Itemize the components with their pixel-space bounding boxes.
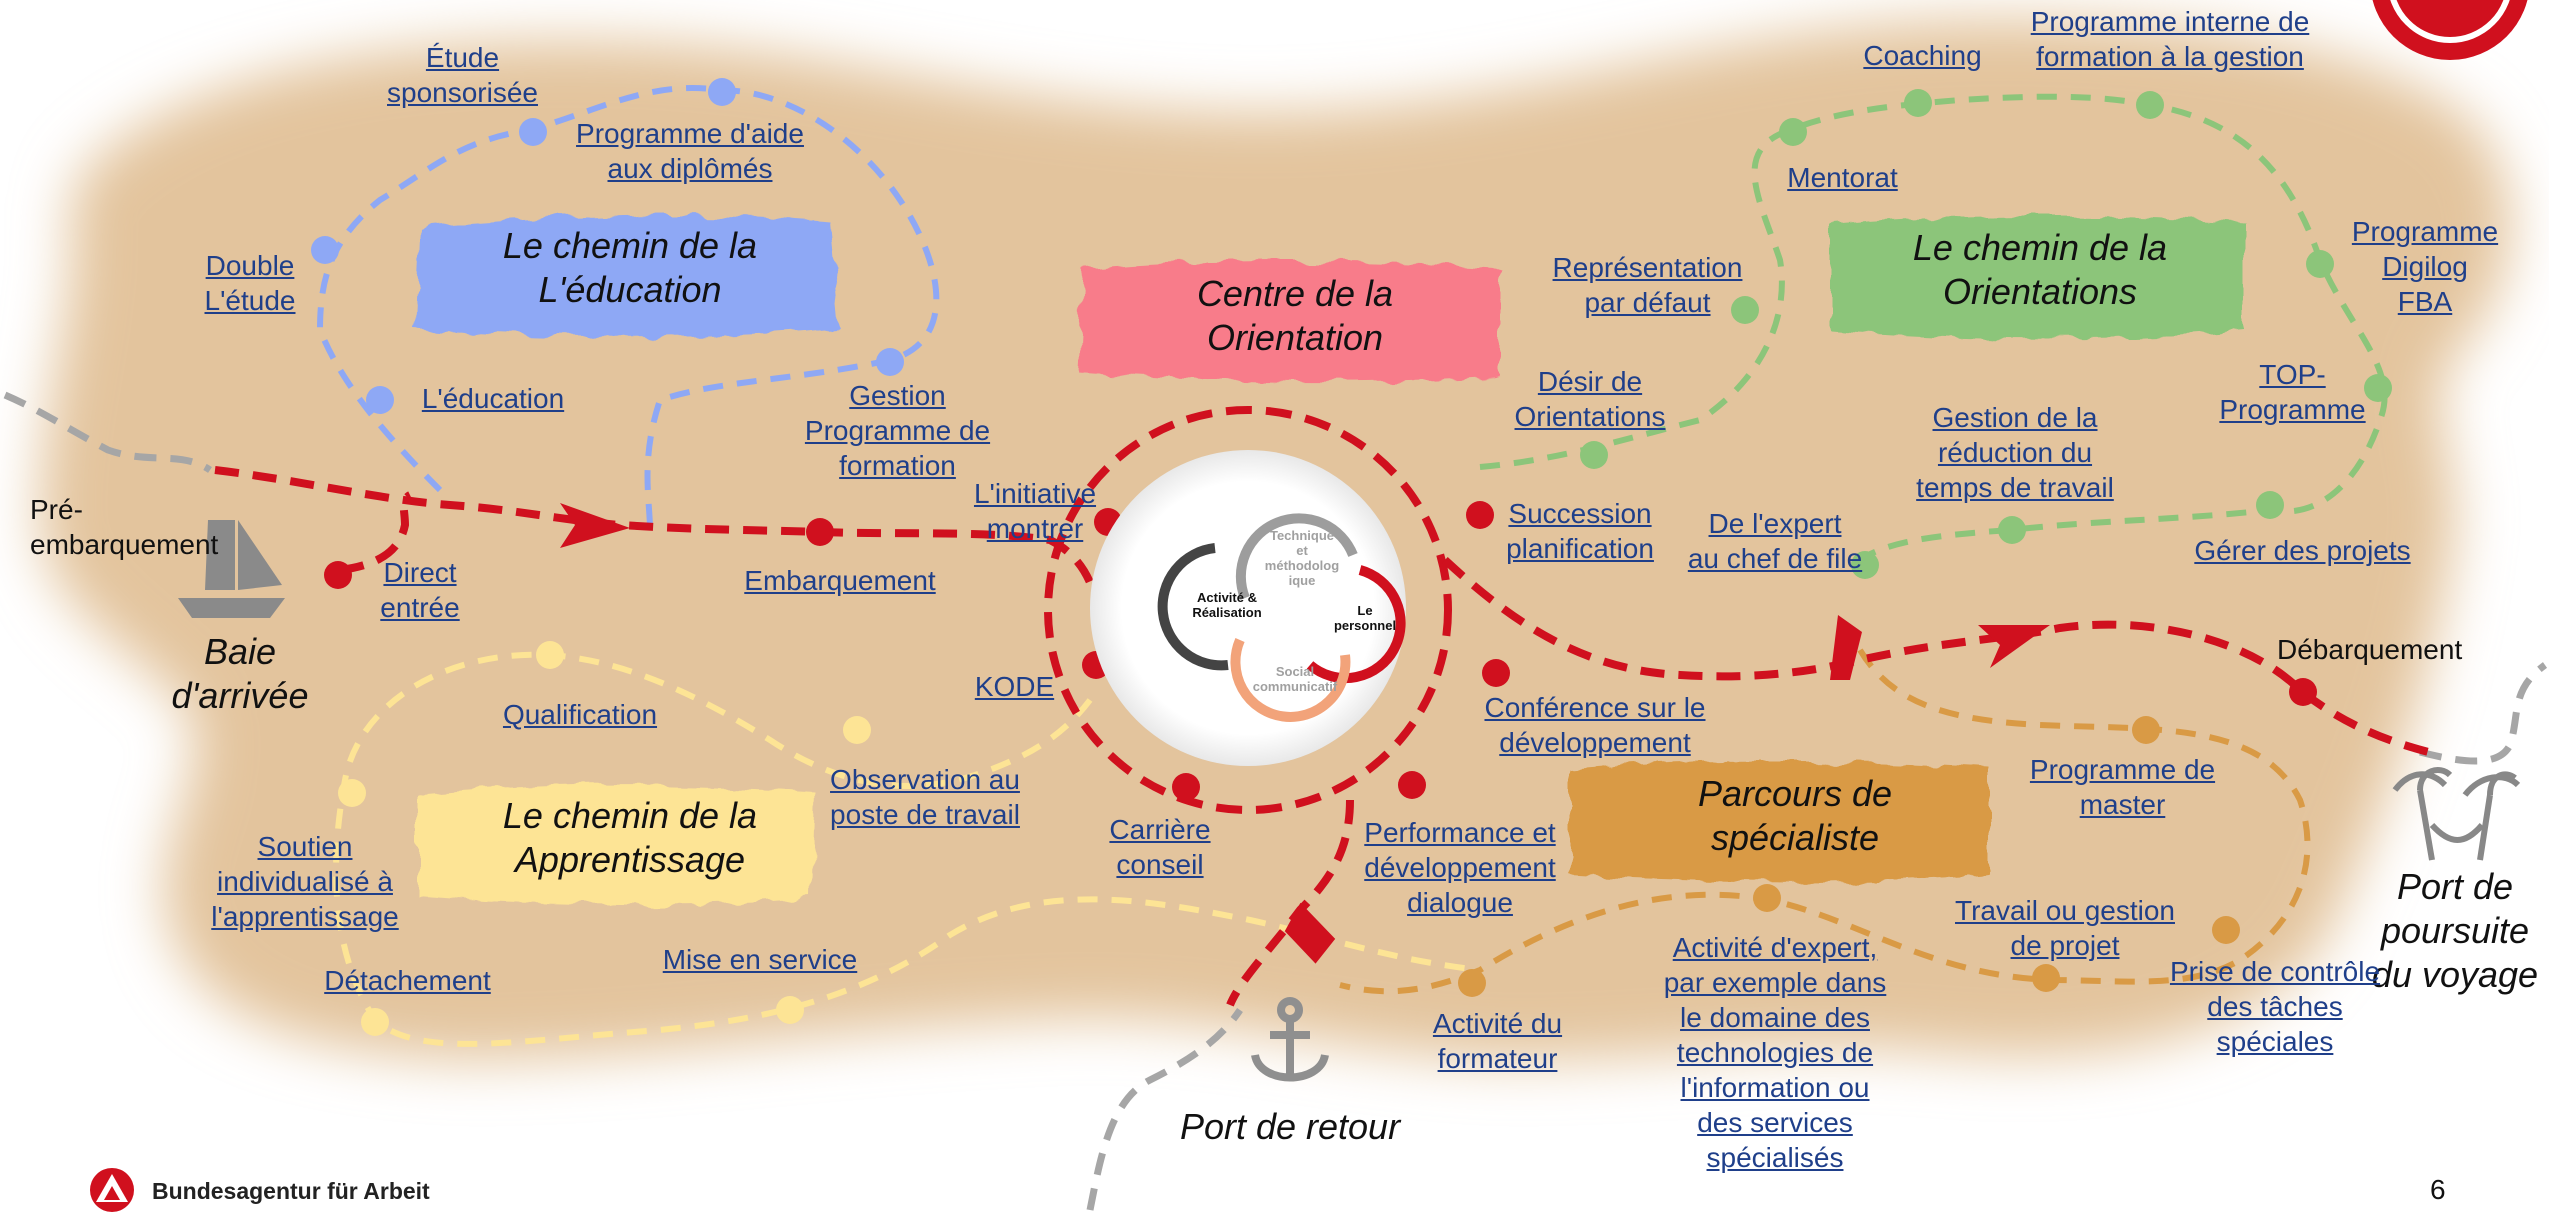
specialist-path <box>1339 648 2311 997</box>
pre-boarding-label: Pré-embarquement <box>30 494 219 560</box>
link-embarquement[interactable]: Embarquement <box>744 565 936 596</box>
link-qualification[interactable]: Qualification <box>502 699 658 730</box>
education-path <box>311 78 940 531</box>
agency-logo-icon <box>90 1168 134 1212</box>
palm-tree-hammock-icon <box>2392 767 2521 861</box>
anchor-icon <box>1251 997 1329 1082</box>
apprenticeship-path <box>333 641 1481 1047</box>
link-mentorat[interactable]: Mentorat <box>1787 162 1898 193</box>
agency-logo-text: Bundesagentur für Arbeit <box>152 1178 430 1204</box>
link-coaching[interactable]: Coaching <box>1863 40 1982 71</box>
corner-badge <box>2372 0 2528 60</box>
disembarkation-label: Débarquement <box>2277 634 2463 665</box>
link-education[interactable]: L'éducation <box>421 383 565 414</box>
ship-icon <box>1284 615 1862 964</box>
sailboat-icon <box>178 520 285 618</box>
link-top[interactable]: TOP-Programme <box>2219 359 2366 425</box>
link-mise-service[interactable]: Mise en service <box>662 944 858 975</box>
grey-routes <box>3 391 2548 1211</box>
link-kode[interactable]: KODE <box>974 671 1055 702</box>
center-circle <box>1090 450 1406 766</box>
link-gerer-projets[interactable]: Gérer des projets <box>2194 535 2411 566</box>
brush-strokes <box>415 215 2245 905</box>
page-number: 6 <box>2430 1174 2446 1205</box>
link-detachement[interactable]: Détachement <box>324 965 491 996</box>
orientation-path <box>1479 89 2392 579</box>
center-activite: Activité &Réalisation <box>1192 590 1262 620</box>
port-return: Port de retour <box>1179 1106 1401 1147</box>
